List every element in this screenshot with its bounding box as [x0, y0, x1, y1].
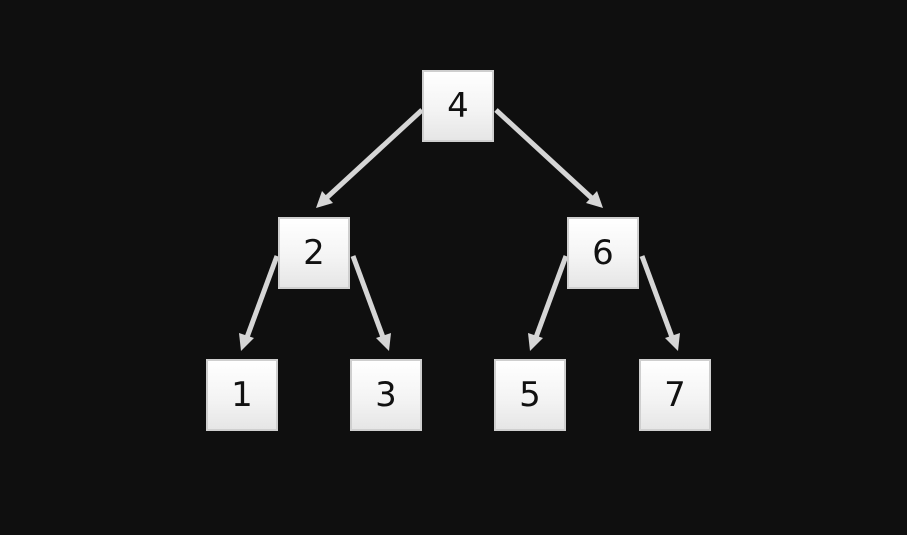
tree-node-root: 4: [422, 70, 494, 142]
tree-node-left: 2: [278, 217, 350, 289]
tree-node-right: 6: [567, 217, 639, 289]
tree-node-right-left: 5: [494, 359, 566, 431]
arrowhead-2-to-1: [239, 333, 254, 351]
edge-4-to-6: [494, 108, 598, 204]
arrowhead-6-to-7: [665, 333, 680, 351]
node-value: 2: [303, 233, 325, 273]
node-value: 3: [375, 375, 397, 415]
node-value: 4: [447, 86, 469, 126]
arrowhead-4-to-2: [316, 191, 333, 208]
tree-node-right-right: 7: [639, 359, 711, 431]
edge-2-to-1: [243, 255, 280, 341]
arrowhead-4-to-6: [586, 191, 603, 208]
node-value: 5: [519, 375, 541, 415]
edge-6-to-7: [639, 255, 676, 341]
node-value: 6: [592, 233, 614, 273]
node-value: 1: [231, 375, 253, 415]
edge-6-to-5: [532, 255, 569, 341]
arrowhead-6-to-5: [528, 333, 543, 351]
edge-2-to-3: [350, 255, 387, 341]
node-value: 7: [664, 375, 686, 415]
arrowhead-2-to-3: [376, 333, 391, 351]
tree-node-left-left: 1: [206, 359, 278, 431]
edge-4-to-2: [320, 108, 424, 204]
tree-node-left-right: 3: [350, 359, 422, 431]
